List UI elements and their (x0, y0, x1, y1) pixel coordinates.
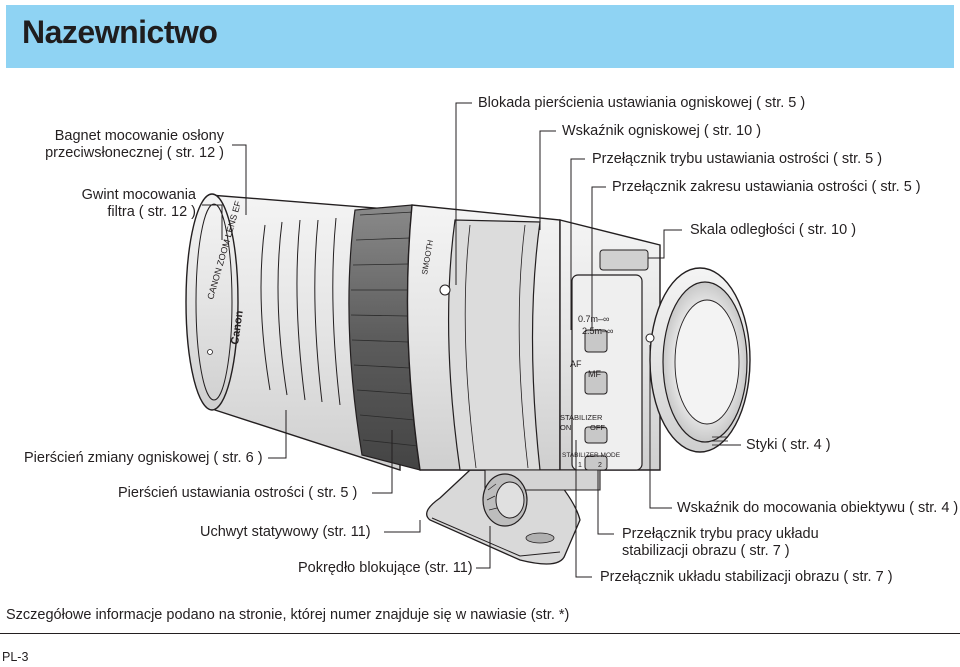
label-zoom-lock: Blokada pierścienia ustawiania ogniskowe… (478, 95, 806, 111)
stabilizer-text: STABILIZER (560, 413, 603, 422)
mf-text: MF (588, 369, 601, 379)
mode-2-text: 2 (598, 462, 602, 469)
label-contacts: Styki ( str. 4 ) (746, 437, 831, 453)
label-focus-mode-switch: Przełącznik trybu ustawiania ostrości ( … (592, 151, 883, 167)
label-filter-thread-line-1: Gwint mocowania (81, 187, 196, 203)
label-stabilizer-switch: Przełącznik układu stabilizacji obrazu (… (600, 569, 893, 585)
lens-barrel (185, 193, 751, 527)
label-focus-range-switch: Przełącznik zakresu ustawiania ostrości … (612, 179, 921, 195)
label-filter-thread: Gwint mocowania filtra ( str. 12 ) (20, 187, 196, 221)
on-text: ON (560, 423, 571, 432)
off-text: OFF (590, 423, 605, 432)
label-stabilizer-mode: Przełącznik trybu pracy układu stabiliza… (622, 526, 819, 560)
range-2-text: 2.5m–∞ (582, 326, 613, 336)
mode-1-text: 1 (578, 462, 582, 469)
page-number: PL-3 (2, 650, 29, 664)
label-hood-mount-line-2: przeciwsłonecznej ( str. 12 ) (45, 145, 224, 161)
label-hood-mount-line-1: Bagnet mocowanie osłony (54, 128, 224, 144)
leader-lines (202, 102, 741, 578)
af-text: AF (570, 359, 582, 369)
stabilizer-mode-text: STABILIZER MODE (562, 452, 621, 459)
header-band (6, 5, 954, 68)
label-zoom-index: Wskaźnik ogniskowej ( str. 10 ) (562, 123, 762, 139)
label-filter-thread-line-2: filtra ( str. 12 ) (107, 204, 196, 220)
range-1-text: 0.7m–∞ (578, 314, 609, 324)
label-distance-scale: Skala odległości ( str. 10 ) (690, 222, 857, 238)
label-stabilizer-mode-line-1: Przełącznik trybu pracy układu (622, 526, 819, 542)
lens-brand-text: Canon (229, 310, 246, 346)
label-stabilizer-mode-line-2: stabilizacji obrazu ( str. 7 ) (622, 543, 790, 559)
label-zoom-ring: Pierścień zmiany ogniskowej ( str. 6 ) (24, 450, 263, 466)
footnote: Szczegółowe informacje podano na stronie… (6, 607, 570, 623)
label-focus-ring: Pierścień ustawiania ostrości ( str. 5 ) (118, 485, 358, 501)
label-tripod-mount: Uchwyt statywowy (str. 11) (200, 524, 371, 540)
header: Nazewnictwo (0, 0, 960, 72)
label-hood-mount: Bagnet mocowanie osłony przeciwsłoneczne… (24, 128, 224, 162)
label-locking-knob: Pokrędło blokujące (str. 11) (298, 560, 473, 576)
footer-divider (0, 633, 960, 634)
page-title: Nazewnictwo (22, 14, 218, 50)
label-mount-index: Wskaźnik do mocowania obiektywu ( str. 4… (677, 500, 959, 516)
